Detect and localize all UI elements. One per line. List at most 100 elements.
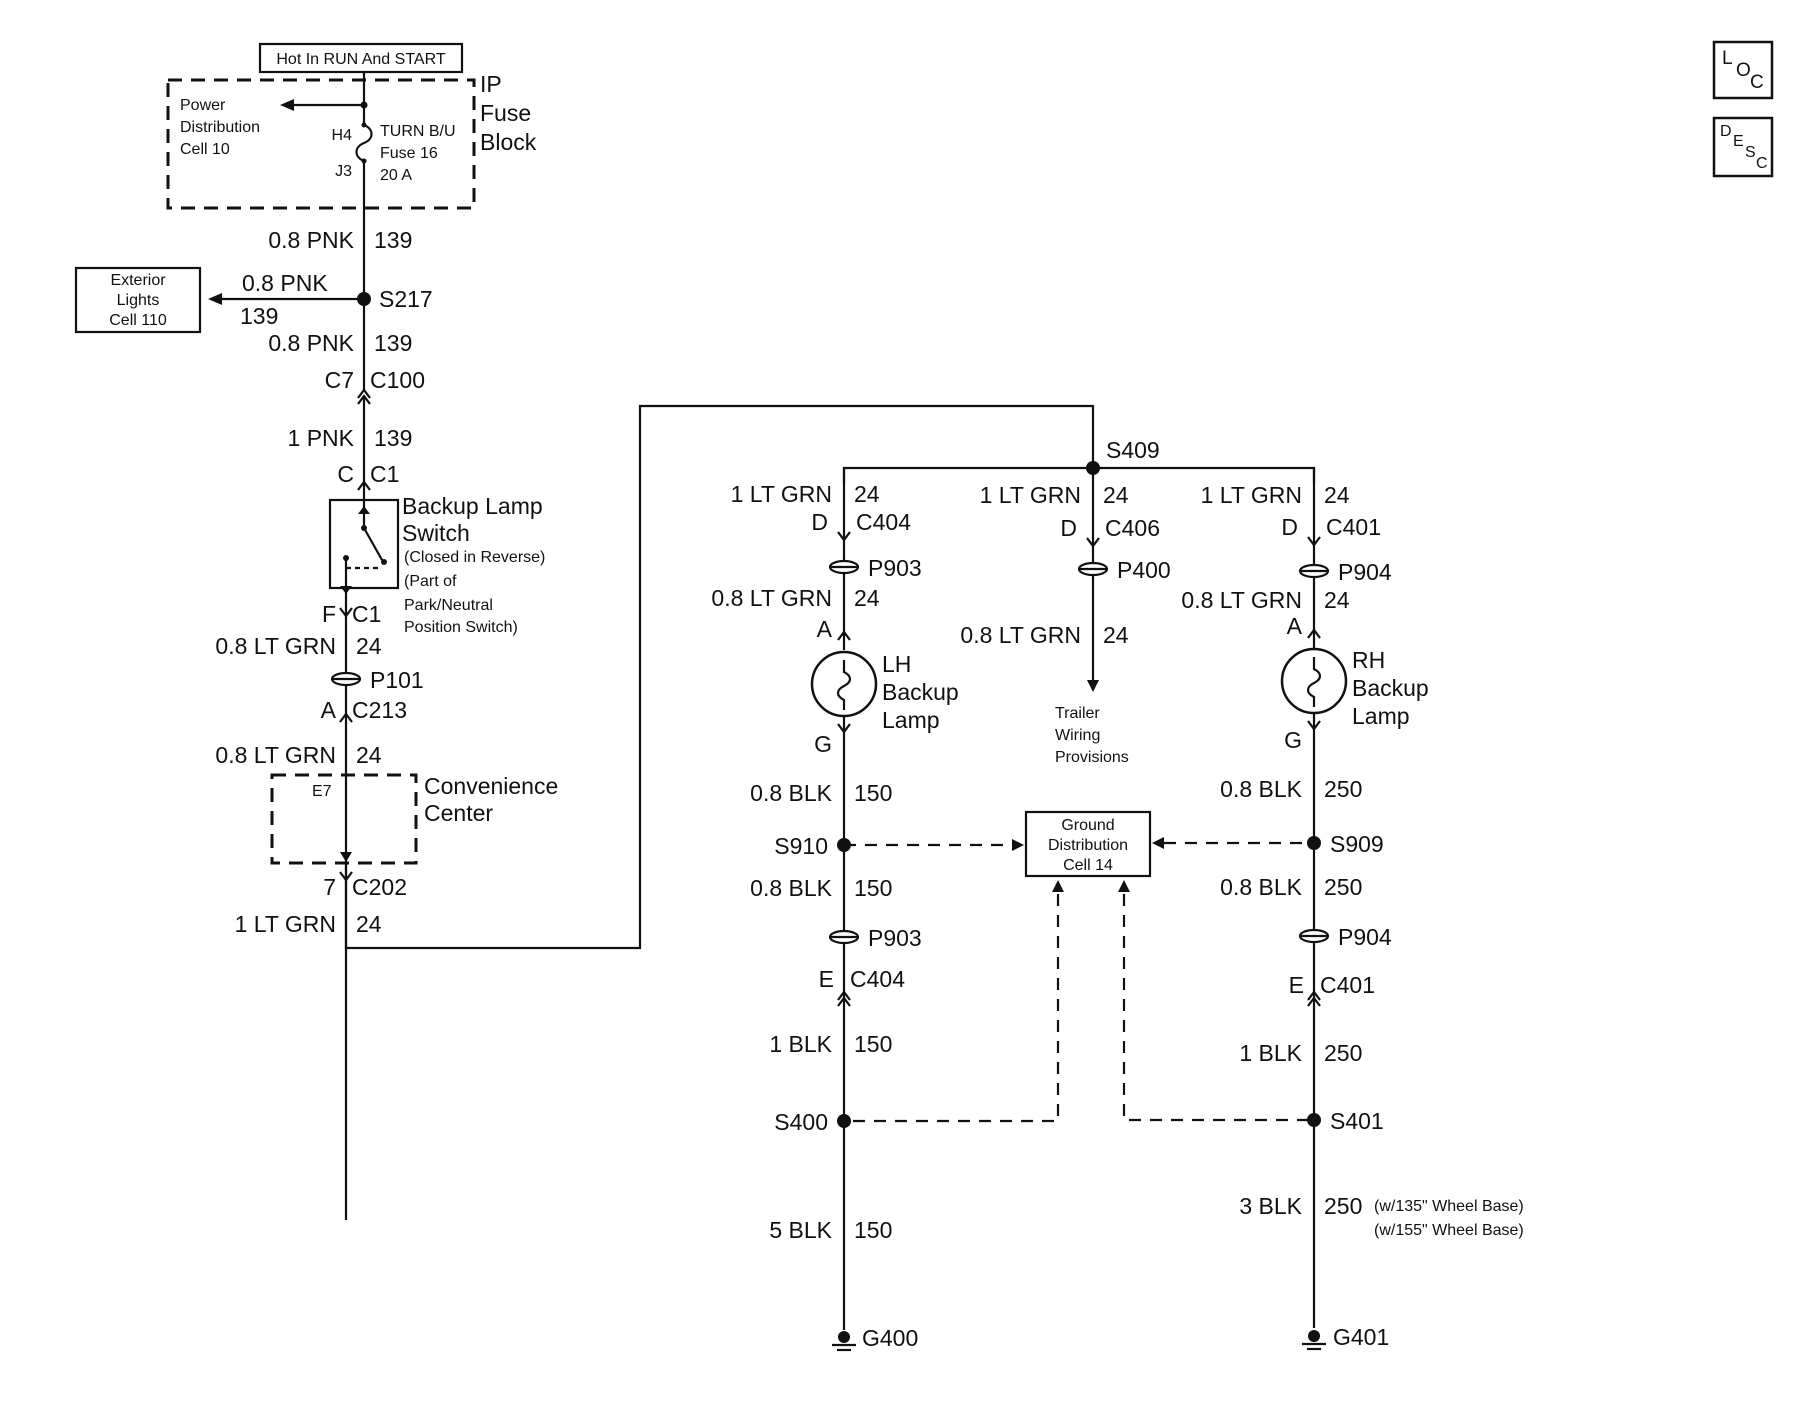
s400-splice: [837, 1114, 851, 1128]
s217-label: S217: [379, 286, 433, 312]
mid-conn: C406: [1105, 515, 1160, 541]
lh-lamp-label-1: LH: [882, 651, 911, 677]
hot-label: Hot In RUN And START: [276, 51, 445, 68]
s910-label: S910: [774, 833, 828, 859]
w4-size: 0.8 LT GRN: [215, 633, 336, 659]
fuse-name-line-2: Fuse 16: [380, 145, 438, 162]
rh-a-pin: A: [1287, 613, 1303, 639]
switch-label-3: (Closed in Reverse): [404, 549, 545, 566]
c1-top-connector: [357, 480, 371, 491]
rh-g-pin: G: [1284, 727, 1302, 753]
lh-a-pin: A: [817, 616, 833, 642]
power-dist-line-1: Power: [180, 97, 226, 114]
switch-output-dot: [343, 555, 349, 561]
rh-a-connector: [1307, 628, 1321, 639]
ext-lights-line-1: Exterior: [110, 272, 166, 289]
desc-icon-d: D: [1720, 123, 1732, 140]
w2-size: 0.8 PNK: [268, 330, 354, 356]
switch-contact: [381, 559, 387, 565]
w3-circuit: 139: [374, 425, 412, 451]
rh-g-connector: [1307, 720, 1321, 731]
s909-ground-arrow: [1152, 837, 1164, 849]
fuse-name-line-1: TURN B/U: [380, 123, 456, 140]
desc-icon-s: S: [1745, 144, 1756, 161]
g401-label: G401: [1333, 1324, 1389, 1350]
s910-ground-arrow: [1012, 839, 1024, 851]
rh-w2-circuit: 24: [1324, 587, 1350, 613]
loc-icon-o: O: [1736, 60, 1751, 81]
rh-w3-size: 0.8 BLK: [1220, 776, 1302, 802]
lh-conn2: C404: [850, 966, 905, 992]
power-dist-line-3: Cell 10: [180, 141, 230, 158]
rh-c401b-connector: [1307, 990, 1321, 1001]
lh-w2-size: 0.8 LT GRN: [711, 585, 832, 611]
loc-icon-c: C: [1750, 72, 1764, 93]
w6-size: 1 LT GRN: [235, 911, 336, 937]
switch-label-6: Position Switch): [404, 619, 518, 636]
hot-in-run-start-box: [258, 42, 464, 74]
location-view-icon[interactable]: L O C: [1712, 40, 1774, 100]
exterior-lights-box: [74, 266, 202, 334]
c202-label: C202: [352, 874, 407, 900]
convenience-center-box: [270, 773, 418, 865]
lh-p903-label: P903: [868, 555, 922, 581]
rh-c401-connector: [1307, 536, 1321, 547]
rh-conn: C401: [1326, 514, 1381, 540]
switch-label-4: (Part of: [404, 573, 457, 590]
lh-g-connector: [837, 723, 851, 734]
c100-label: C100: [370, 367, 425, 393]
location-icon-frame: [1712, 40, 1774, 100]
mid-c406-connector: [1086, 537, 1100, 548]
branch-size: 0.8 PNK: [242, 270, 328, 296]
lh-e-pin: E: [819, 966, 834, 992]
fuse-block-title-1: IP: [480, 71, 502, 97]
ext-lights-line-3: Cell 110: [109, 312, 167, 329]
w4-circuit: 24: [356, 633, 382, 659]
conv-center-line-2: Center: [424, 800, 493, 826]
switch-blade: [363, 527, 383, 561]
w2-circuit: 139: [374, 330, 412, 356]
description-view-icon[interactable]: D E S C: [1712, 116, 1774, 178]
f-pin: F: [322, 601, 336, 627]
power-dist-line-2: Distribution: [180, 119, 260, 136]
w6-circuit: 24: [356, 911, 382, 937]
rh-w5-size: 1 BLK: [1239, 1040, 1302, 1066]
s409-label: S409: [1106, 437, 1160, 463]
s909-label: S909: [1330, 831, 1384, 857]
s400-ground-arrow: [1052, 880, 1064, 892]
g401-ground-symbol: [1308, 1330, 1320, 1342]
mid-w2-circuit: 24: [1103, 622, 1129, 648]
desc-icon-e: E: [1733, 133, 1744, 150]
lh-lamp-label-2: Backup: [882, 679, 959, 705]
lh-w6-size: 5 BLK: [769, 1217, 832, 1243]
convenience-center-arrow: [340, 852, 352, 862]
lh-a-connector: [837, 630, 851, 641]
g400-ground-symbol: [838, 1331, 850, 1343]
c-pin: C: [337, 461, 354, 487]
rh-w2-size: 0.8 LT GRN: [1181, 587, 1302, 613]
lh-g-pin: G: [814, 731, 832, 757]
rh-w1-circuit: 24: [1324, 482, 1350, 508]
trailer-label-2: Wiring: [1055, 727, 1100, 744]
trailer-label-1: Trailer: [1055, 705, 1100, 722]
loc-icon-l: L: [1722, 48, 1733, 69]
lh-conn: C404: [856, 509, 911, 535]
desc-icon-c: C: [1756, 155, 1768, 172]
lh-d-pin: D: [811, 509, 828, 535]
lh-c404b-connector: [837, 990, 851, 1001]
mid-d-pin: D: [1060, 515, 1077, 541]
s401-ground-dashed: [1122, 894, 1314, 1122]
s400-label: S400: [774, 1109, 828, 1135]
trailer-label-3: Provisions: [1055, 749, 1129, 766]
lh-w3-circuit: 150: [854, 780, 892, 806]
fuse-name-line-3: 20 A: [380, 167, 412, 184]
switch-output-arrow: [340, 586, 352, 594]
ground-dist-line-2: Distribution: [1048, 837, 1128, 854]
mid-w1-size: 1 LT GRN: [980, 482, 1081, 508]
lh-c404-connector: [837, 531, 851, 542]
power-dist-arrow: [280, 99, 294, 111]
switch-label-2: Switch: [402, 520, 470, 546]
lh-w5-circuit: 150: [854, 1031, 892, 1057]
s401-label: S401: [1330, 1108, 1384, 1134]
